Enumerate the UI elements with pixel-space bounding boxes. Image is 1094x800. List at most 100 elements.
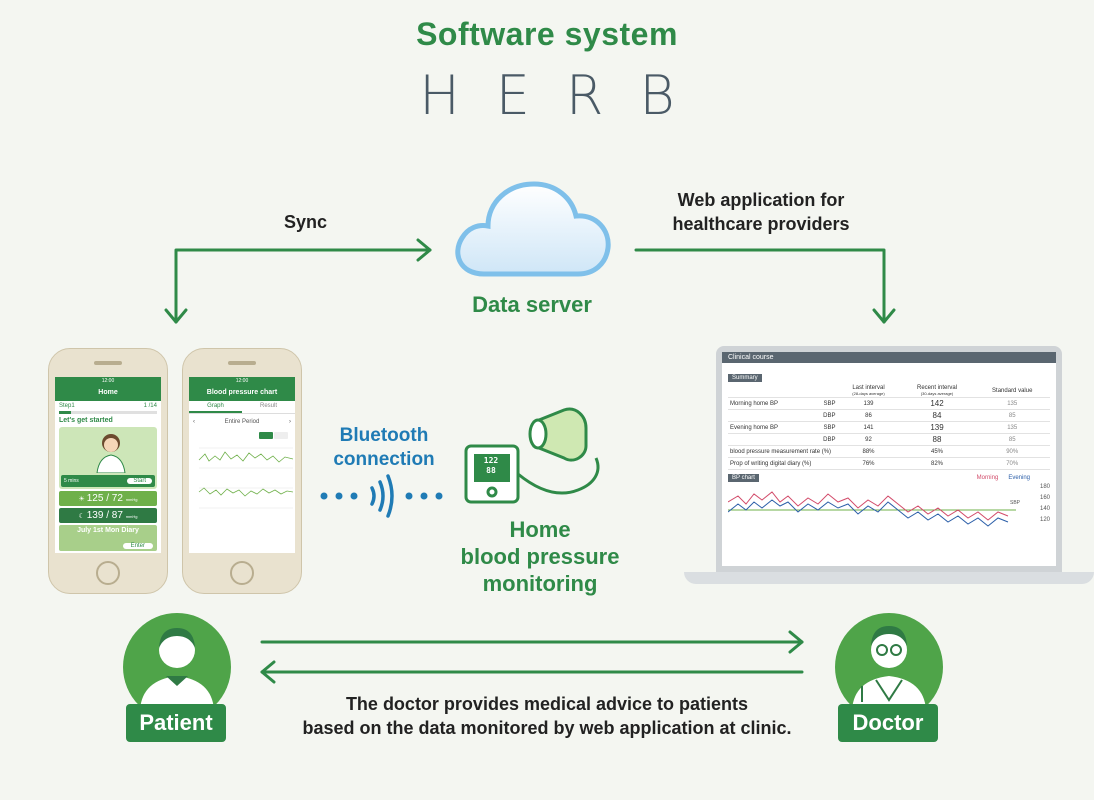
status-bar: 12:00 <box>55 377 161 385</box>
web-yticks: 180 160 140 120 <box>1040 482 1050 526</box>
cell-std: 135 <box>974 421 1050 434</box>
caption-line2: based on the data monitored by web appli… <box>302 718 792 738</box>
cell-recent: 82% <box>899 457 975 470</box>
row-sub: DBP <box>823 412 836 419</box>
cell-last: 88% <box>837 445 900 458</box>
web-app-label: Web application for healthcare providers <box>656 188 866 236</box>
step-label: Step1 <box>59 403 75 409</box>
summary-tab[interactable]: Summary <box>728 374 762 382</box>
cell-last: 76% <box>837 457 900 470</box>
doctor-label: Doctor <box>838 704 938 742</box>
sbp-label: SBP <box>1009 500 1020 506</box>
evening-value: 139 / 87 <box>86 510 123 521</box>
bp-chart-tab[interactable]: BP chart <box>728 474 759 482</box>
started-label: Let's get started <box>59 417 113 424</box>
bluetooth-label: Bluetooth connection <box>318 424 450 472</box>
row-label: blood pressure measurement rate (%) <box>728 445 838 458</box>
cell-recent: 88 <box>899 433 975 446</box>
bluetooth-dots <box>320 492 443 500</box>
col-last: Last interval <box>852 385 885 391</box>
period-label: Entire Period <box>224 419 260 425</box>
bluetooth-line1: Bluetooth <box>339 425 429 446</box>
step-count: 1 /14 <box>143 403 157 409</box>
enter-button[interactable]: Enter <box>122 543 153 549</box>
phone-home-screen: 12:00 Home Step1 1 /14 Let's get started… <box>55 377 161 553</box>
duration-label: 5 mins <box>64 478 79 484</box>
moon-toggle[interactable] <box>274 432 288 439</box>
caption: The doctor provides medical advice to pa… <box>0 692 1094 740</box>
web-bp-lines <box>728 491 1016 527</box>
phone-bp-chart <box>198 432 294 509</box>
dbp-line <box>198 487 294 497</box>
app-header[interactable]: Blood pressure chart <box>189 385 295 401</box>
phone-chart-screen: 12:00 Blood pressure chart Graph Result … <box>189 377 295 553</box>
laptop-base <box>684 572 1094 584</box>
tab-result[interactable]: Result <box>259 403 277 409</box>
phone-home: 12:00 Home Step1 1 /14 Let's get started… <box>48 348 168 594</box>
panel-title: Clinical course <box>722 352 1056 363</box>
monitor-line3: monitoring <box>482 571 598 596</box>
home-button[interactable] <box>230 561 254 585</box>
row-sub: SBP <box>823 400 836 407</box>
chevron-right-icon[interactable]: › <box>289 419 291 425</box>
lesson-card[interactable]: 5 mins Start <box>59 427 157 489</box>
web-arrow-head <box>872 308 896 324</box>
data-server-label: Data server <box>472 292 592 317</box>
monitor-label: Home blood pressure monitoring <box>440 516 640 597</box>
home-button[interactable] <box>96 561 120 585</box>
nurse-illustration <box>96 434 126 473</box>
evening-unit: mmHg <box>125 514 138 519</box>
morning-reading: ☀ 125 / 72 mmHg <box>59 491 157 506</box>
brand-name: HERB <box>419 64 711 127</box>
cell-recent: 139 <box>899 421 975 434</box>
chevron-left-icon[interactable]: ‹ <box>193 419 195 425</box>
app-header[interactable]: Home <box>55 385 161 401</box>
monitor-line1: Home <box>509 517 571 542</box>
cell-std: 70% <box>974 457 1050 470</box>
doctor-avatar <box>835 613 943 710</box>
web-bp-chart: 180 160 140 120 SBP <box>728 482 1050 528</box>
diary-label: July 1st Mon Diary <box>77 527 139 534</box>
tab-graph[interactable]: Graph <box>189 401 242 413</box>
cell-recent: 45% <box>899 445 975 458</box>
patient-avatar <box>123 613 231 710</box>
bluetooth-line2: connection <box>333 449 435 470</box>
laptop-screen: Clinical course Summary Last interval(28… <box>716 346 1062 572</box>
sync-label: Sync <box>284 212 328 232</box>
legend-morning: Morning <box>976 475 999 481</box>
phone-speaker <box>94 361 122 365</box>
sun-icon: ☀ <box>78 496 87 503</box>
col-last-sub: (28-days average) <box>852 391 885 396</box>
monitor-line2: blood pressure <box>460 544 620 569</box>
monitor-display-top: 122 <box>483 456 499 465</box>
cell-std: 135 <box>974 397 1050 410</box>
diary-card[interactable]: July 1st Mon Diary Enter <box>59 525 157 551</box>
row-sub: DBP <box>823 436 836 443</box>
patient-label: Patient <box>126 704 226 742</box>
cell-last: 86 <box>837 409 900 422</box>
row-sub: SBP <box>823 424 836 431</box>
table-row: blood pressure measurement rate (%)88%45… <box>728 445 1050 458</box>
sync-arrow-head-down <box>164 308 188 324</box>
arrow-to-doctor-head <box>788 630 804 654</box>
col-recent: Recent interval <box>916 385 958 391</box>
web-app-label-line1: Web application for <box>677 190 845 210</box>
ytick: 140 <box>1039 506 1050 512</box>
step-progress <box>59 411 71 414</box>
morning-value: 125 / 72 <box>86 493 123 504</box>
row-label: Morning home BP <box>730 400 779 407</box>
sun-toggle[interactable] <box>259 432 273 439</box>
col-standard: Standard value <box>974 384 1050 398</box>
cell-last: 141 <box>837 421 900 434</box>
web-app-label-line2: healthcare providers <box>672 214 850 234</box>
start-button[interactable]: Start <box>127 478 152 484</box>
evening-reading: ☾ 139 / 87 mmHg <box>59 508 157 523</box>
sync-arrow-head-right <box>416 238 432 262</box>
ytick: 180 <box>1039 484 1050 490</box>
page-title: Software system <box>416 16 678 52</box>
cell-std: 85 <box>974 433 1050 446</box>
moon-icon: ☾ <box>78 513 87 520</box>
